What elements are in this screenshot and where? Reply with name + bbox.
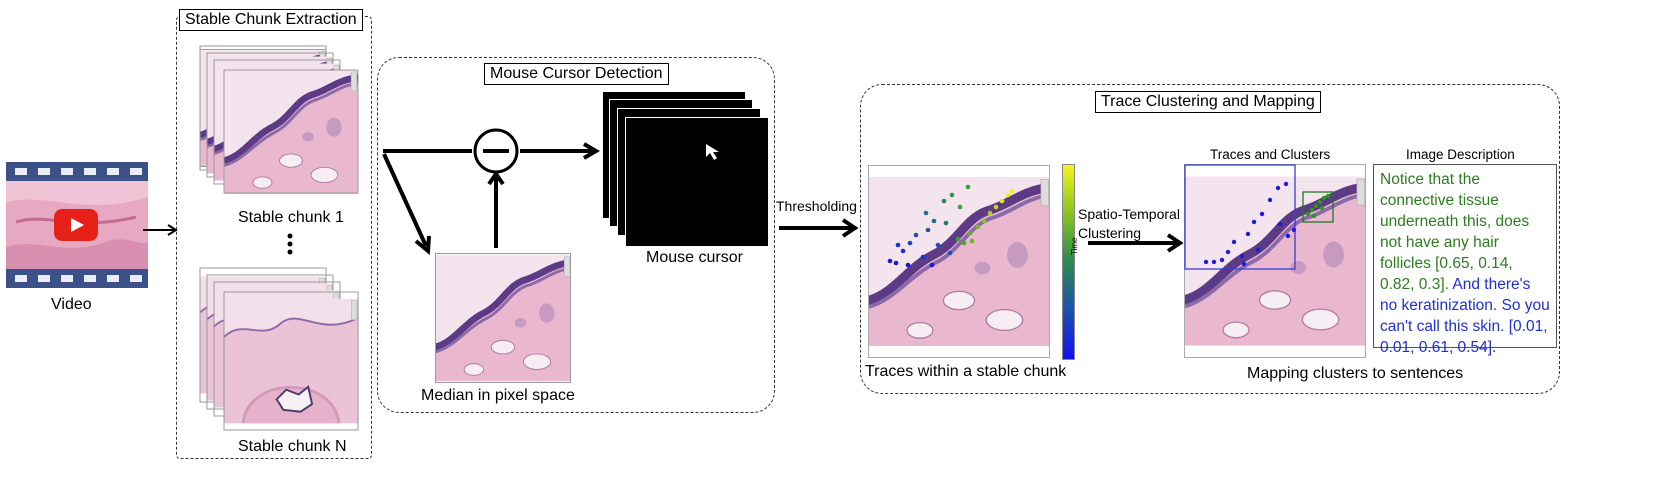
video-label: Video	[51, 296, 92, 313]
thresholding-label: Thresholding	[776, 198, 857, 214]
vertical-ellipsis-icon	[286, 233, 294, 257]
median-label: Median in pixel space	[421, 387, 575, 404]
stable-chunk-1-stack	[199, 45, 359, 194]
stable-chunk-n-stack	[199, 267, 359, 431]
mapping-label: Mapping clusters to sentences	[1247, 365, 1464, 382]
image-description-box: Notice that the connective tissue undern…	[1373, 164, 1557, 356]
traces-label: Traces within a stable chunk	[865, 363, 1067, 380]
sentence-1: Notice that the connective tissue undern…	[1380, 171, 1530, 293]
time-colorbar	[1062, 164, 1075, 360]
arrow-thresholding	[779, 218, 859, 238]
trace-clustering-panel	[860, 84, 1560, 394]
traces-clusters-image	[1184, 164, 1366, 358]
youtube-play-icon	[54, 209, 98, 241]
traces-image	[868, 165, 1050, 358]
cursor-detection-arrows	[382, 142, 600, 256]
mouse-cursor-detection-title: Mouse Cursor Detection	[484, 63, 669, 85]
clustering-label: Spatio-Temporal Clustering	[1078, 206, 1180, 241]
mouse-cursor-icon	[704, 142, 724, 164]
trace-points	[887, 184, 1015, 268]
cursor-frame-4	[625, 117, 769, 247]
mouse-cursor-label: Mouse cursor	[646, 249, 743, 266]
subtract-operator-icon	[472, 127, 520, 175]
traces-clusters-title: Traces and Clusters	[1210, 147, 1331, 162]
stable-chunk-extraction-title: Stable Chunk Extraction	[179, 9, 363, 31]
mouse-cursor-detection-panel	[377, 57, 775, 413]
sentence-2: And there's no keratinization. So you ca…	[1380, 276, 1550, 356]
arrow-clustering	[1088, 233, 1184, 253]
median-image	[435, 253, 571, 383]
trace-clustering-title: Trace Clustering and Mapping	[1095, 91, 1321, 113]
arrow-video-to-chunks	[143, 224, 178, 236]
image-description-title: Image Description	[1406, 147, 1515, 162]
stable-chunk-1-label: Stable chunk 1	[238, 209, 344, 226]
stable-chunk-n-label: Stable chunk N	[238, 438, 347, 455]
